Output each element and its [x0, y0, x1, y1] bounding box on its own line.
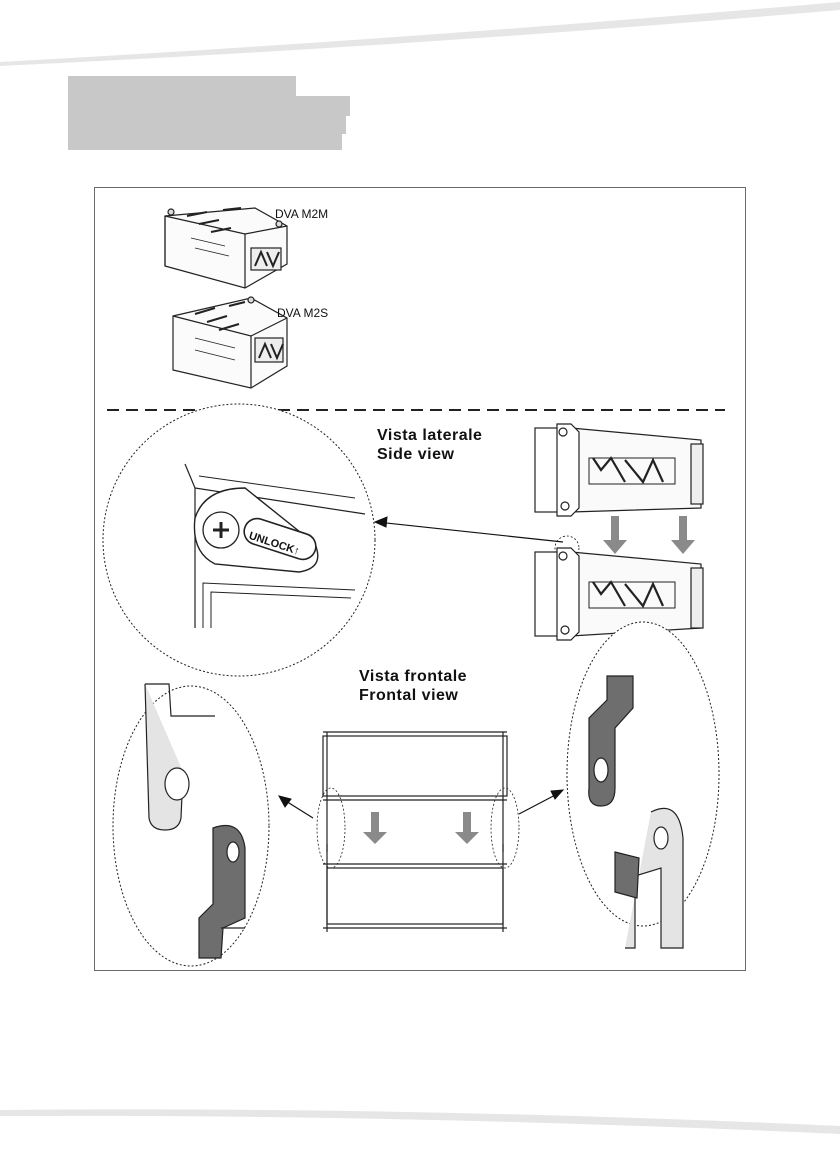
side-view-down-arrows — [603, 516, 695, 554]
figure-drawings — [102, 207, 725, 967]
heading-block-4 — [68, 132, 342, 150]
side-view-speaker-lower — [534, 547, 704, 641]
frontal-detail-pointer-arrows — [278, 789, 565, 819]
frontal-view-title-it: Vista frontale — [359, 668, 468, 685]
model-label-m2s: DVA M2S — [277, 306, 329, 320]
heading-block-3 — [68, 114, 346, 134]
frontal-view-detail-markers — [316, 787, 520, 869]
side-view-speaker-upper — [534, 423, 704, 517]
unlock-detail-circle — [102, 403, 376, 677]
frontal-view-speaker-upper — [322, 731, 508, 852]
side-view-title-it: Vista laterale — [377, 427, 483, 444]
frontal-view-speaker-lower — [323, 844, 507, 932]
left-coupling-detail — [112, 683, 270, 967]
heading-block-2 — [68, 96, 350, 116]
frontal-view-down-arrows — [363, 812, 479, 844]
side-view-title-en: Side view — [377, 446, 455, 463]
frontal-view-title-en: Frontal view — [359, 687, 459, 704]
speaker-m2m-illustration — [164, 207, 288, 289]
figure-frame: DVA M2M DVA M2S Vista laterale Side view… — [94, 187, 746, 971]
heading-block-1 — [68, 76, 296, 98]
speaker-m2s-illustration — [172, 296, 288, 389]
detail-pointer-arrow — [373, 516, 580, 561]
model-label-m2m: DVA M2M — [275, 207, 329, 221]
right-coupling-detail — [566, 621, 720, 949]
